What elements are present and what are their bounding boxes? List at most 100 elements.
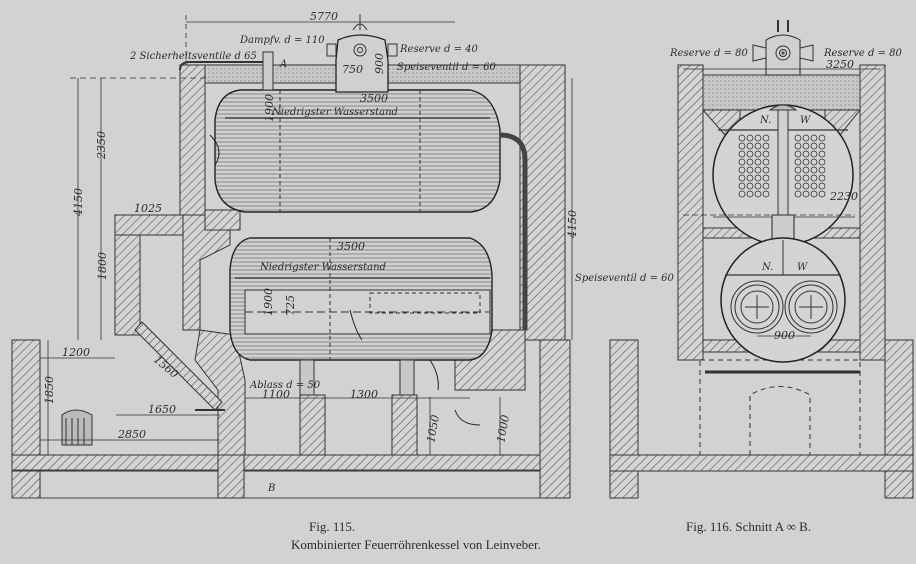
fire-tube (794, 182, 802, 190)
dim-overall-length: 5770 (310, 10, 338, 23)
fire-tube (794, 166, 802, 174)
fire-tube (802, 150, 810, 158)
safety-valves-label: 2 Sicherheitsventile d 65 (129, 51, 257, 62)
fire-tube (754, 142, 762, 150)
dim-height-total-left: 4150 (72, 188, 85, 217)
steam-dome (326, 14, 398, 93)
fire-tube (746, 166, 754, 174)
dim-ash-pit-height: 1850 (43, 376, 56, 404)
fire-tube (754, 158, 762, 166)
feed-valve-label: Speiseventil d = 60 (397, 62, 497, 73)
fire-tube (818, 142, 826, 150)
fig-115-caption: Fig. 115. (309, 519, 356, 534)
fire-tube (746, 174, 754, 182)
fire-tube (794, 150, 802, 158)
fire-tube (802, 174, 810, 182)
fire-tube (762, 174, 770, 182)
fire-tube (810, 182, 818, 190)
fire-tube (810, 190, 818, 198)
safety-valve-assembly (179, 51, 274, 91)
fire-tube (738, 166, 746, 174)
upper-drum (214, 89, 501, 213)
tube-field-right (794, 134, 826, 198)
cross-upper-drum (712, 104, 855, 246)
fire-tube (810, 174, 818, 182)
fire-tube (738, 142, 746, 150)
upper-w-label: W (800, 115, 811, 126)
upper-water-level-label: Niedrigster Wasserstand (271, 107, 398, 118)
steam-valve-label: Dampfv. d = 110 (239, 35, 325, 46)
fire-tube (818, 134, 826, 142)
dim-firebox-width: 1025 (134, 202, 162, 215)
dim-setting-length: 2850 (117, 428, 146, 441)
fire-tube (746, 142, 754, 150)
grate (134, 321, 225, 411)
dim-cross-flue-spacing: 900 (774, 329, 795, 342)
drum-support-right (399, 359, 415, 396)
fire-tube (818, 190, 826, 198)
dim-grate-span: 1650 (148, 403, 176, 416)
fire-tube (738, 134, 746, 142)
fire-tube (794, 190, 802, 198)
dim-flue-height-a: 1050 (424, 414, 442, 444)
fire-tube (794, 134, 802, 142)
dim-height-upper: 2350 (95, 131, 108, 160)
lower-w-label: W (797, 262, 808, 273)
fire-tube (738, 158, 746, 166)
fire-tube (818, 150, 826, 158)
fire-tube (754, 190, 762, 198)
fire-tube (818, 174, 826, 182)
fire-tube (802, 158, 810, 166)
fire-tube (818, 166, 826, 174)
dim-cross-setting-width: 3250 (826, 58, 854, 71)
fire-tube (746, 134, 754, 142)
dim-lower-drum-length: 3500 (337, 240, 365, 253)
fire-tube (818, 158, 826, 166)
dim-dome-height: 900 (373, 53, 386, 74)
fire-tube (762, 166, 770, 174)
fire-tube (762, 134, 770, 142)
fig-116-annotations: Reserve d = 80 Reserve d = 80 Speisevent… (575, 48, 903, 342)
fire-tube (754, 150, 762, 158)
dim-ash-pit-width: 1200 (62, 346, 90, 359)
cross-feed-valve-label: Speiseventil d = 60 (575, 273, 675, 284)
fire-tube (754, 174, 762, 182)
fire-tube (802, 190, 810, 198)
fire-tube (738, 190, 746, 198)
fire-tube (762, 142, 770, 150)
drum-support-left (299, 359, 315, 396)
lower-drum (229, 237, 493, 361)
dim-support-spacing-b: 1300 (350, 388, 378, 401)
fire-tube (810, 142, 818, 150)
fire-tube (794, 174, 802, 182)
reserve-right-label: Reserve d = 80 (823, 48, 903, 59)
cross-steam-dome (683, 20, 880, 76)
fire-tube (738, 182, 746, 190)
fire-tube (738, 150, 746, 158)
fire-tube (738, 174, 746, 182)
fire-tube (762, 158, 770, 166)
fig-116-caption: Fig. 116. Schnitt A ∞ B. (686, 519, 812, 534)
fire-tube (762, 182, 770, 190)
dim-firebox-height: 1800 (96, 252, 109, 280)
fire-tube (802, 142, 810, 150)
dim-dome-width: 750 (342, 63, 363, 76)
dimension-lines (40, 15, 573, 455)
drain-label: Ablass d = 50 (249, 380, 321, 391)
fire-tube (746, 150, 754, 158)
fire-tube (802, 182, 810, 190)
fire-tube (746, 182, 754, 190)
dim-upper-drum-length: 3500 (360, 92, 388, 105)
lower-n-label: N. (761, 262, 773, 273)
dim-cross-upper-drum-diameter: 2230 (829, 190, 858, 203)
dim-lower-drum-diameter: 1900 (262, 288, 275, 316)
flue-pipe (499, 132, 528, 330)
fire-tube (754, 182, 762, 190)
fire-tube (794, 142, 802, 150)
fig-116-cross-section (609, 20, 914, 499)
cross-foundation (609, 339, 914, 499)
fire-tube (754, 134, 762, 142)
reserve-label: Reserve d = 40 (399, 44, 479, 55)
fire-tube (810, 166, 818, 174)
